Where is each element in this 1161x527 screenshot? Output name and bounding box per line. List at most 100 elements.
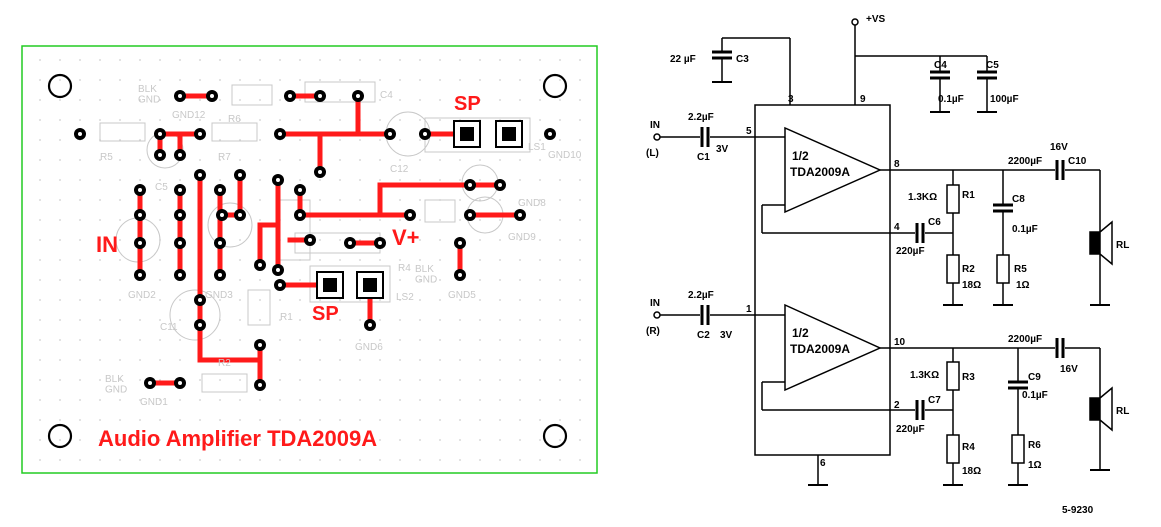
grid-dot [59, 379, 61, 381]
pad-hole [238, 213, 242, 217]
grid-dot [539, 59, 541, 61]
label-ch-l: (L) [646, 148, 659, 159]
grid-dot [59, 219, 61, 221]
grid-dot [59, 259, 61, 261]
grid-dot [519, 59, 521, 61]
grid-dot [579, 159, 581, 161]
grid-dot [239, 239, 241, 241]
grid-dot [99, 259, 101, 261]
pad-hole [458, 273, 462, 277]
grid-dot [99, 119, 101, 121]
grid-dot [79, 279, 81, 281]
grid-dot [79, 199, 81, 201]
pad-hole [468, 183, 472, 187]
grid-dot [379, 99, 381, 101]
grid-dot [459, 439, 461, 441]
grid-dot [379, 159, 381, 161]
grid-dot [419, 459, 421, 461]
grid-dot [179, 59, 181, 61]
grid-dot [419, 279, 421, 281]
grid-dot [459, 419, 461, 421]
grid-dot [539, 439, 541, 441]
grid-dot [219, 439, 221, 441]
grid-dot [439, 379, 441, 381]
grid-dot [239, 139, 241, 141]
grid-dot [119, 79, 121, 81]
label-ic-half-bottom: 1/2 [792, 326, 809, 340]
grid-dot [239, 439, 241, 441]
r2-body [946, 254, 960, 284]
pad-hole [518, 213, 522, 217]
pad-hole [218, 273, 222, 277]
grid-dot [299, 319, 301, 321]
grid-dot [259, 219, 261, 221]
grid-dot [419, 299, 421, 301]
grid-dot [159, 259, 161, 261]
label-r2-value: 18Ω [962, 280, 981, 291]
pad-hole [178, 273, 182, 277]
grid-dot [579, 459, 581, 461]
grid-dot [459, 199, 461, 201]
grid-dot [119, 439, 121, 441]
grid-dot [459, 99, 461, 101]
pad-hole [318, 170, 322, 174]
grid-dot [399, 59, 401, 61]
grid-dot [139, 119, 141, 121]
grid-dot [559, 159, 561, 161]
grid-dot [39, 179, 41, 181]
grid-dot [119, 359, 121, 361]
label-vplus: V+ [392, 225, 420, 250]
grid-dot [359, 139, 361, 141]
grid-dot [339, 79, 341, 81]
grid-dot [219, 379, 221, 381]
grid-dot [59, 179, 61, 181]
grid-dot [559, 459, 561, 461]
pad-hole [258, 383, 262, 387]
grid-dot [339, 139, 341, 141]
grid-dot [239, 159, 241, 161]
label-c9-value: 0.1µF [1022, 390, 1048, 401]
grid-dot [379, 339, 381, 341]
grid-dot [259, 159, 261, 161]
speaker-pad-core [460, 127, 474, 141]
grid-dot [219, 299, 221, 301]
grid-dot [39, 319, 41, 321]
grid-dot [119, 399, 121, 401]
grid-dot [499, 359, 501, 361]
grid-dot [239, 259, 241, 261]
grid-dot [359, 319, 361, 321]
label-c10-ref: C10 [1068, 156, 1087, 167]
grid-dot [359, 359, 361, 361]
grid-dot [179, 459, 181, 461]
schematic [653, 18, 1113, 486]
speaker-pad-core [323, 278, 337, 292]
grid-dot [159, 119, 161, 121]
grid-dot [579, 199, 581, 201]
grid-dot [359, 259, 361, 261]
grid-dot [559, 359, 561, 361]
grid-dot [579, 139, 581, 141]
grid-dot [539, 459, 541, 461]
grid-dot [299, 59, 301, 61]
pad-hole [178, 94, 182, 98]
grid-dot [299, 419, 301, 421]
grid-dot [59, 239, 61, 241]
speaker-pad-core [363, 278, 377, 292]
grid-dot [319, 319, 321, 321]
grid-dot [179, 299, 181, 301]
grid-dot [319, 219, 321, 221]
grid-dot [79, 259, 81, 261]
grid-dot [379, 459, 381, 461]
label-c6-value: 220µF [896, 246, 925, 257]
grid-dot [419, 419, 421, 421]
label-c4-value: 0.1µF [938, 94, 964, 105]
grid-dot [459, 359, 461, 361]
grid-dot [199, 379, 201, 381]
grid-dot [299, 439, 301, 441]
grid-dot [179, 399, 181, 401]
grid-dot [439, 439, 441, 441]
grid-dot [539, 179, 541, 181]
silk-gnd5: GND5 [448, 290, 476, 301]
grid-dot [499, 459, 501, 461]
grid-dot [39, 159, 41, 161]
